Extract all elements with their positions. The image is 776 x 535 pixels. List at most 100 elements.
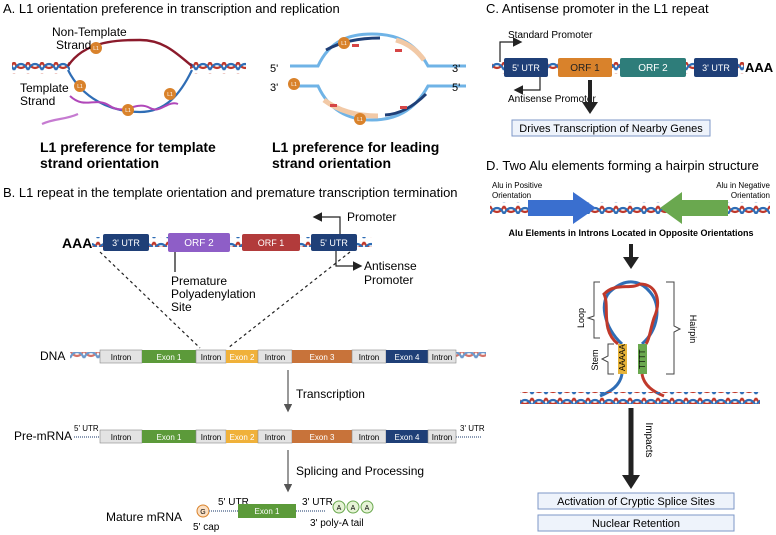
intron-block [427, 349, 457, 364]
standard-promoter-arrow [499, 37, 523, 62]
intron-label: Intron [359, 353, 379, 362]
mature-utr3-label: 3' UTR [302, 497, 333, 508]
l1-marker [338, 37, 350, 49]
c-utr3-block [694, 58, 738, 77]
utr5-label: 5' UTR [320, 238, 348, 248]
orf1-label: ORF 1 [258, 238, 285, 248]
orf1-block [242, 234, 300, 251]
exon1-block [142, 350, 196, 363]
impacts-arrow-head [622, 475, 640, 489]
template-label-2: Strand [20, 94, 55, 108]
exon1-label: Exon 1 [157, 353, 182, 362]
alu-neg-label-2: Orientation [731, 191, 770, 200]
stem-brace [600, 343, 614, 375]
panel-c-title: C. Antisense promoter in the L1 repeat [486, 1, 709, 16]
loop-brace [586, 281, 600, 339]
alu-negative-arrow [660, 192, 728, 224]
pre-mrna-track: Pre-mRNA 5' UTR 3' UTR Intron Exon 1 Int… [14, 424, 485, 444]
l1-marker [90, 42, 102, 54]
exon4-block [386, 350, 428, 363]
caption-right-1: L1 preference for leading [272, 139, 439, 155]
mature-utr5-label: 5' UTR [218, 497, 249, 508]
stem-aaaaa-label: AAAAA [618, 344, 627, 371]
intron-label: Intron [359, 433, 379, 442]
c-utr3-label: 3' UTR [702, 63, 730, 73]
stem-tttt-block [638, 344, 647, 374]
premature-label-2: Polyadenylation [171, 287, 256, 301]
alu-pos-label-2: Orientation [492, 191, 531, 200]
zoom-line-left [99, 251, 201, 349]
alu-neg-label-1: Alu in Negative [716, 181, 770, 190]
utr3-line-label: 3' UTR [460, 424, 485, 433]
introns-caption: Alu Elements in Introns Located in Oppos… [508, 228, 753, 238]
intron-label: Intron [201, 433, 221, 442]
c-orf1-label: ORF 1 [570, 63, 600, 74]
l1-marker [288, 78, 300, 90]
intron-label: Intron [201, 353, 221, 362]
c-aaa-label: AAA [745, 60, 774, 75]
utr5-line-label: 5' UTR [74, 424, 99, 433]
lagging-fragment [322, 97, 379, 119]
exon1-block [142, 430, 196, 443]
rep-5-left: 5' [270, 63, 278, 75]
exon4-label: Exon 4 [395, 433, 420, 442]
c-utr5-block [504, 58, 548, 77]
stem-aaaaa-block [618, 344, 627, 374]
polya-circle [346, 500, 360, 514]
l1-element-template: AAA 3' UTR ORF 2 ORF 1 5' UTR Promoter A… [62, 210, 417, 349]
intron-label: Intron [265, 433, 285, 442]
panel-d-title: D. Two Alu elements forming a hairpin st… [486, 158, 759, 173]
antisense-arrow [335, 251, 363, 271]
c-utr5-label: 5' UTR [512, 63, 540, 73]
stem-tttt-label: TTTT [638, 349, 647, 369]
exon3-block [292, 430, 352, 443]
replication-mark [395, 49, 402, 52]
premature-label-3: Site [171, 300, 192, 314]
dna-helix-left [12, 62, 70, 74]
exon4-block [386, 430, 428, 443]
dna-track: DNA Intron Exon 1 Intron Exon 2 Intron E… [40, 349, 486, 364]
d-result-box-2 [537, 514, 735, 532]
c-orf2-block [620, 58, 686, 77]
rep-3-right: 3' [452, 63, 460, 75]
replication-bubble: 5' 3' 3' 5' [270, 32, 466, 125]
pre-mrna-label: Pre-mRNA [14, 429, 72, 443]
alu-pos-label-1: Alu in Positive [492, 181, 543, 190]
stem-label: Stem [590, 349, 600, 370]
rep-3-left: 3' [270, 82, 278, 94]
leading-strand-top [325, 36, 381, 52]
antisense-promoter-arrow [513, 77, 541, 95]
loop-label: Loop [576, 308, 586, 328]
d-result-text-1: Activation of Cryptic Splice Sites [557, 496, 715, 508]
impacts-label: Impacts [643, 422, 654, 457]
intron-label: Intron [265, 353, 285, 362]
orf2-label: ORF 2 [184, 238, 214, 249]
antisense-label-1: Antisense [364, 259, 417, 273]
promoter-label: Promoter [347, 210, 396, 224]
mature-label: Mature mRNA [106, 510, 182, 524]
l1-tag-text: L1 [357, 117, 363, 123]
c-result-text: Drives Transcription of Nearby Genes [519, 123, 703, 135]
intron-block [427, 429, 457, 444]
hairpin-label: Hairpin [688, 315, 698, 344]
l1-tag-text: L1 [77, 84, 83, 90]
exon3-label: Exon 3 [310, 433, 335, 442]
c-orf2-label: ORF 2 [638, 63, 668, 74]
caption-right-2: strand orientation [272, 155, 391, 171]
d-down-arrow-1-head [623, 257, 639, 269]
transcription-bubble: Non-Template Strand Template Strand [12, 25, 246, 126]
l1-tag-text: L1 [93, 46, 99, 52]
polya-label: 3' poly-A tail [310, 518, 364, 529]
replication-mark [330, 104, 337, 107]
l1-antisense-diagram: Standard Promoter 5' UTR ORF 1 ORF 2 3' … [492, 30, 774, 137]
splicing-label: Splicing and Processing [296, 464, 424, 478]
l1-marker [354, 113, 366, 125]
replication-mark [352, 44, 359, 47]
l1-marker [122, 104, 134, 116]
polya-letter: A [365, 505, 370, 512]
l1-marker [74, 80, 86, 92]
premature-label-1: Premature [171, 274, 227, 288]
l1-marker [164, 88, 176, 100]
d-result-box-1 [537, 492, 735, 510]
